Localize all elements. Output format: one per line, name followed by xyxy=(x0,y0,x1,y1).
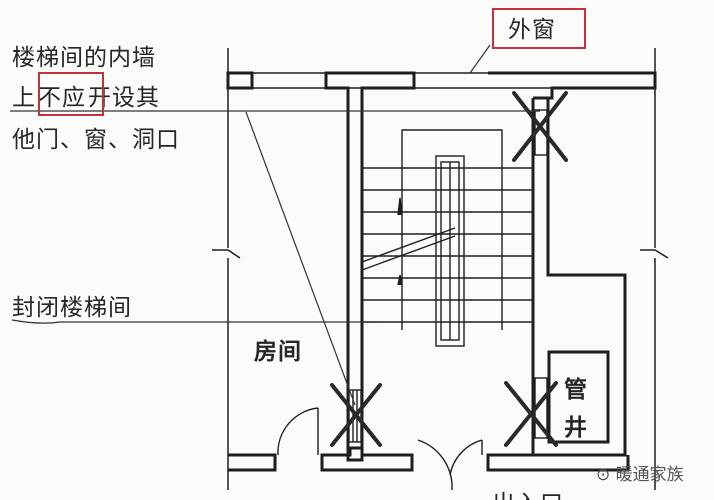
label-line2-post: 开设其 xyxy=(88,85,160,111)
stair-wall-left xyxy=(324,71,416,462)
prohibited-x-marks xyxy=(330,91,568,447)
label-pipe-shaft-2: 井 xyxy=(564,415,588,441)
label-line3: 他门、窗、洞口 xyxy=(12,127,180,153)
stair-wall-right xyxy=(486,71,657,472)
wall-pier xyxy=(226,71,254,90)
label-enclosed-stair: 封闭楼梯间 xyxy=(12,295,132,321)
label-exterior-window: 外窗 xyxy=(508,17,556,43)
wechat-icon: ⊙ xyxy=(596,465,616,485)
break-mark-right xyxy=(640,249,669,259)
label-line1: 楼梯间的内墙 xyxy=(12,45,156,71)
highlight-box-window xyxy=(492,8,586,49)
watermark-text: 暖通家族 xyxy=(615,465,684,485)
label-line2-pre: 上 xyxy=(12,85,36,111)
leader-lines xyxy=(10,44,540,406)
pipe-shaft xyxy=(547,350,610,444)
label-entrance: 出入口 xyxy=(492,484,564,500)
watermark: ⊙ 暖通家族 xyxy=(596,460,684,485)
highlight-box xyxy=(38,72,104,116)
staircase xyxy=(361,129,533,347)
break-mark-left xyxy=(212,249,241,259)
label-pipe-shaft-1: 管 xyxy=(564,377,588,403)
label-line2-highlight: 不应 xyxy=(38,85,86,111)
label-line2: 上不应开设其 xyxy=(12,78,160,112)
bottom-wall-mid xyxy=(320,446,414,472)
bottom-wall-left xyxy=(228,453,277,472)
label-room: 房间 xyxy=(254,339,302,365)
